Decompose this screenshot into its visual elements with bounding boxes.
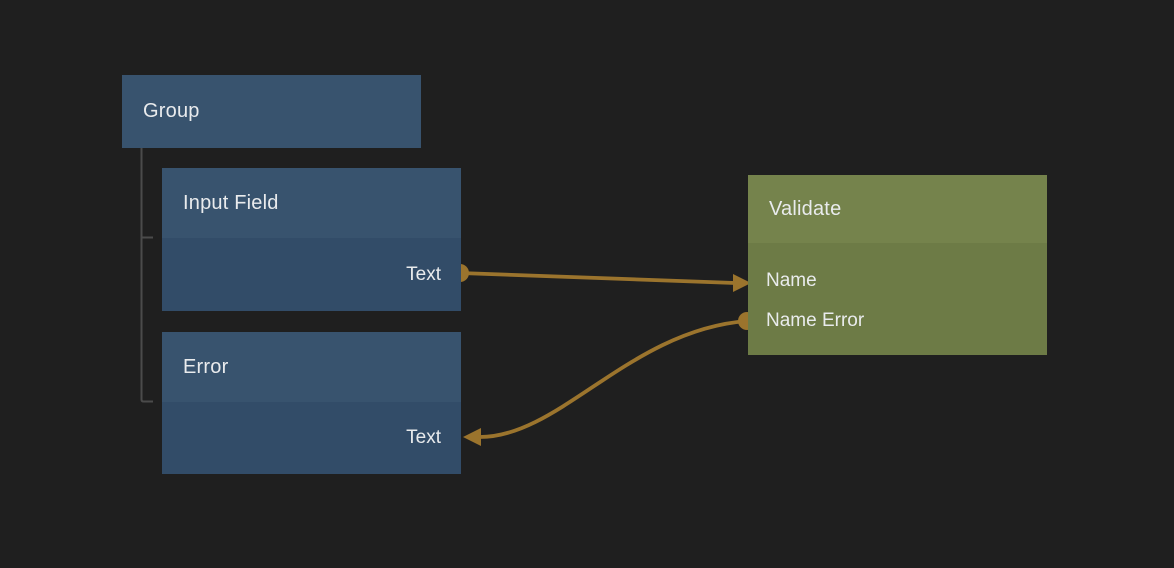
node-group[interactable]: Group xyxy=(122,75,421,148)
node-input-field-title: Input Field xyxy=(183,191,279,214)
port-validate-name-error-output: Name Error xyxy=(748,301,1047,341)
node-error-header[interactable]: Error xyxy=(162,332,461,402)
wire-text-to-name[interactable] xyxy=(459,271,736,285)
node-input-field[interactable]: Input Field Text xyxy=(162,168,461,311)
node-error-body: Text xyxy=(162,402,461,474)
port-input-field-text-output: Text xyxy=(162,238,461,311)
node-validate-header[interactable]: Validate xyxy=(748,175,1047,243)
hierarchy-connector-line xyxy=(140,148,153,403)
node-validate-body: Name Name Error xyxy=(748,243,1047,355)
wire-name-error-to-text[interactable] xyxy=(479,319,748,439)
wire-arrowhead-name-input[interactable] xyxy=(733,274,751,292)
node-validate[interactable]: Validate Name Name Error xyxy=(748,175,1047,355)
port-label-text: Text xyxy=(406,427,441,448)
port-label-name: Name xyxy=(766,270,817,291)
port-label-name-error: Name Error xyxy=(766,310,865,331)
node-error[interactable]: Error Text xyxy=(162,332,461,474)
node-input-field-header[interactable]: Input Field xyxy=(162,168,461,238)
node-group-title: Group xyxy=(143,100,200,122)
node-validate-title: Validate xyxy=(769,197,842,220)
node-error-title: Error xyxy=(183,355,229,378)
wire-arrowhead-text-input[interactable] xyxy=(463,428,481,446)
port-label-text: Text xyxy=(406,263,441,285)
port-validate-name-input: Name xyxy=(748,261,1047,301)
port-error-text-input: Text xyxy=(162,402,461,474)
node-input-field-body: Text xyxy=(162,238,461,311)
